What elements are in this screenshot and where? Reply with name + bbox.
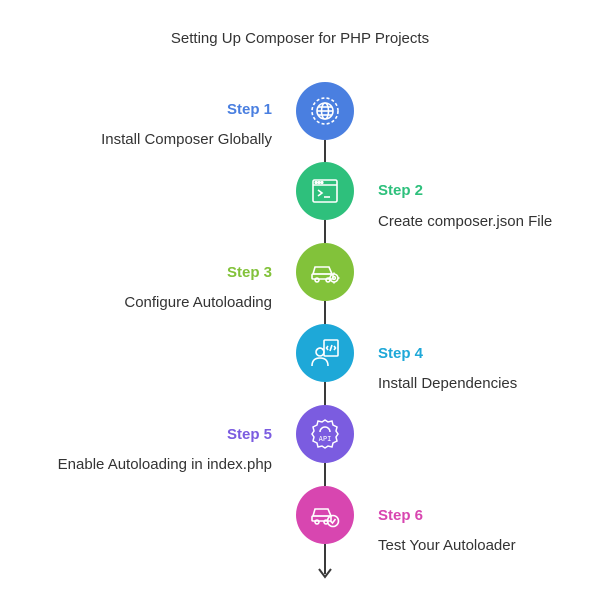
- globe-gear-icon: [311, 97, 339, 125]
- car-check-icon: [311, 508, 340, 528]
- step-2-label: Step 2: [378, 182, 424, 199]
- api-gear-icon: API: [311, 419, 339, 449]
- terminal-window-icon: [312, 179, 338, 203]
- svg-text:API: API: [319, 435, 332, 443]
- connector-6-end: [324, 544, 326, 574]
- step-5-node: API: [296, 405, 354, 463]
- step-3-label: Step 3: [226, 264, 272, 281]
- step-5-label: Step 5: [226, 426, 272, 443]
- step-6-node: [296, 486, 354, 544]
- car-gear-icon: [311, 266, 340, 284]
- connector-3-4: [324, 301, 326, 324]
- step-1-label: Step 1: [226, 101, 272, 118]
- step-4-node: [296, 324, 354, 382]
- diagram-title: Setting Up Composer for PHP Projects: [170, 30, 430, 47]
- step-5-description: Enable Autoloading in index.php: [57, 456, 272, 473]
- connector-4-5: [324, 382, 326, 405]
- step-2-node: [296, 162, 354, 220]
- step-1-description: Install Composer Globally: [101, 131, 272, 148]
- connector-1-2: [324, 140, 326, 162]
- step-3-description: Configure Autoloading: [124, 294, 272, 311]
- step-1-node: [296, 82, 354, 140]
- developer-code-icon: [311, 339, 339, 367]
- step-3-node: [296, 243, 354, 301]
- step-6-description: Test Your Autoloader: [378, 537, 516, 554]
- step-2-description: Create composer.json File: [378, 213, 553, 230]
- connector-2-3: [324, 220, 326, 243]
- end-arrow-icon: [318, 568, 332, 579]
- step-4-description: Install Dependencies: [378, 375, 518, 392]
- step-4-label: Step 4: [378, 345, 424, 362]
- connector-5-6: [324, 463, 326, 486]
- step-6-label: Step 6: [378, 507, 424, 524]
